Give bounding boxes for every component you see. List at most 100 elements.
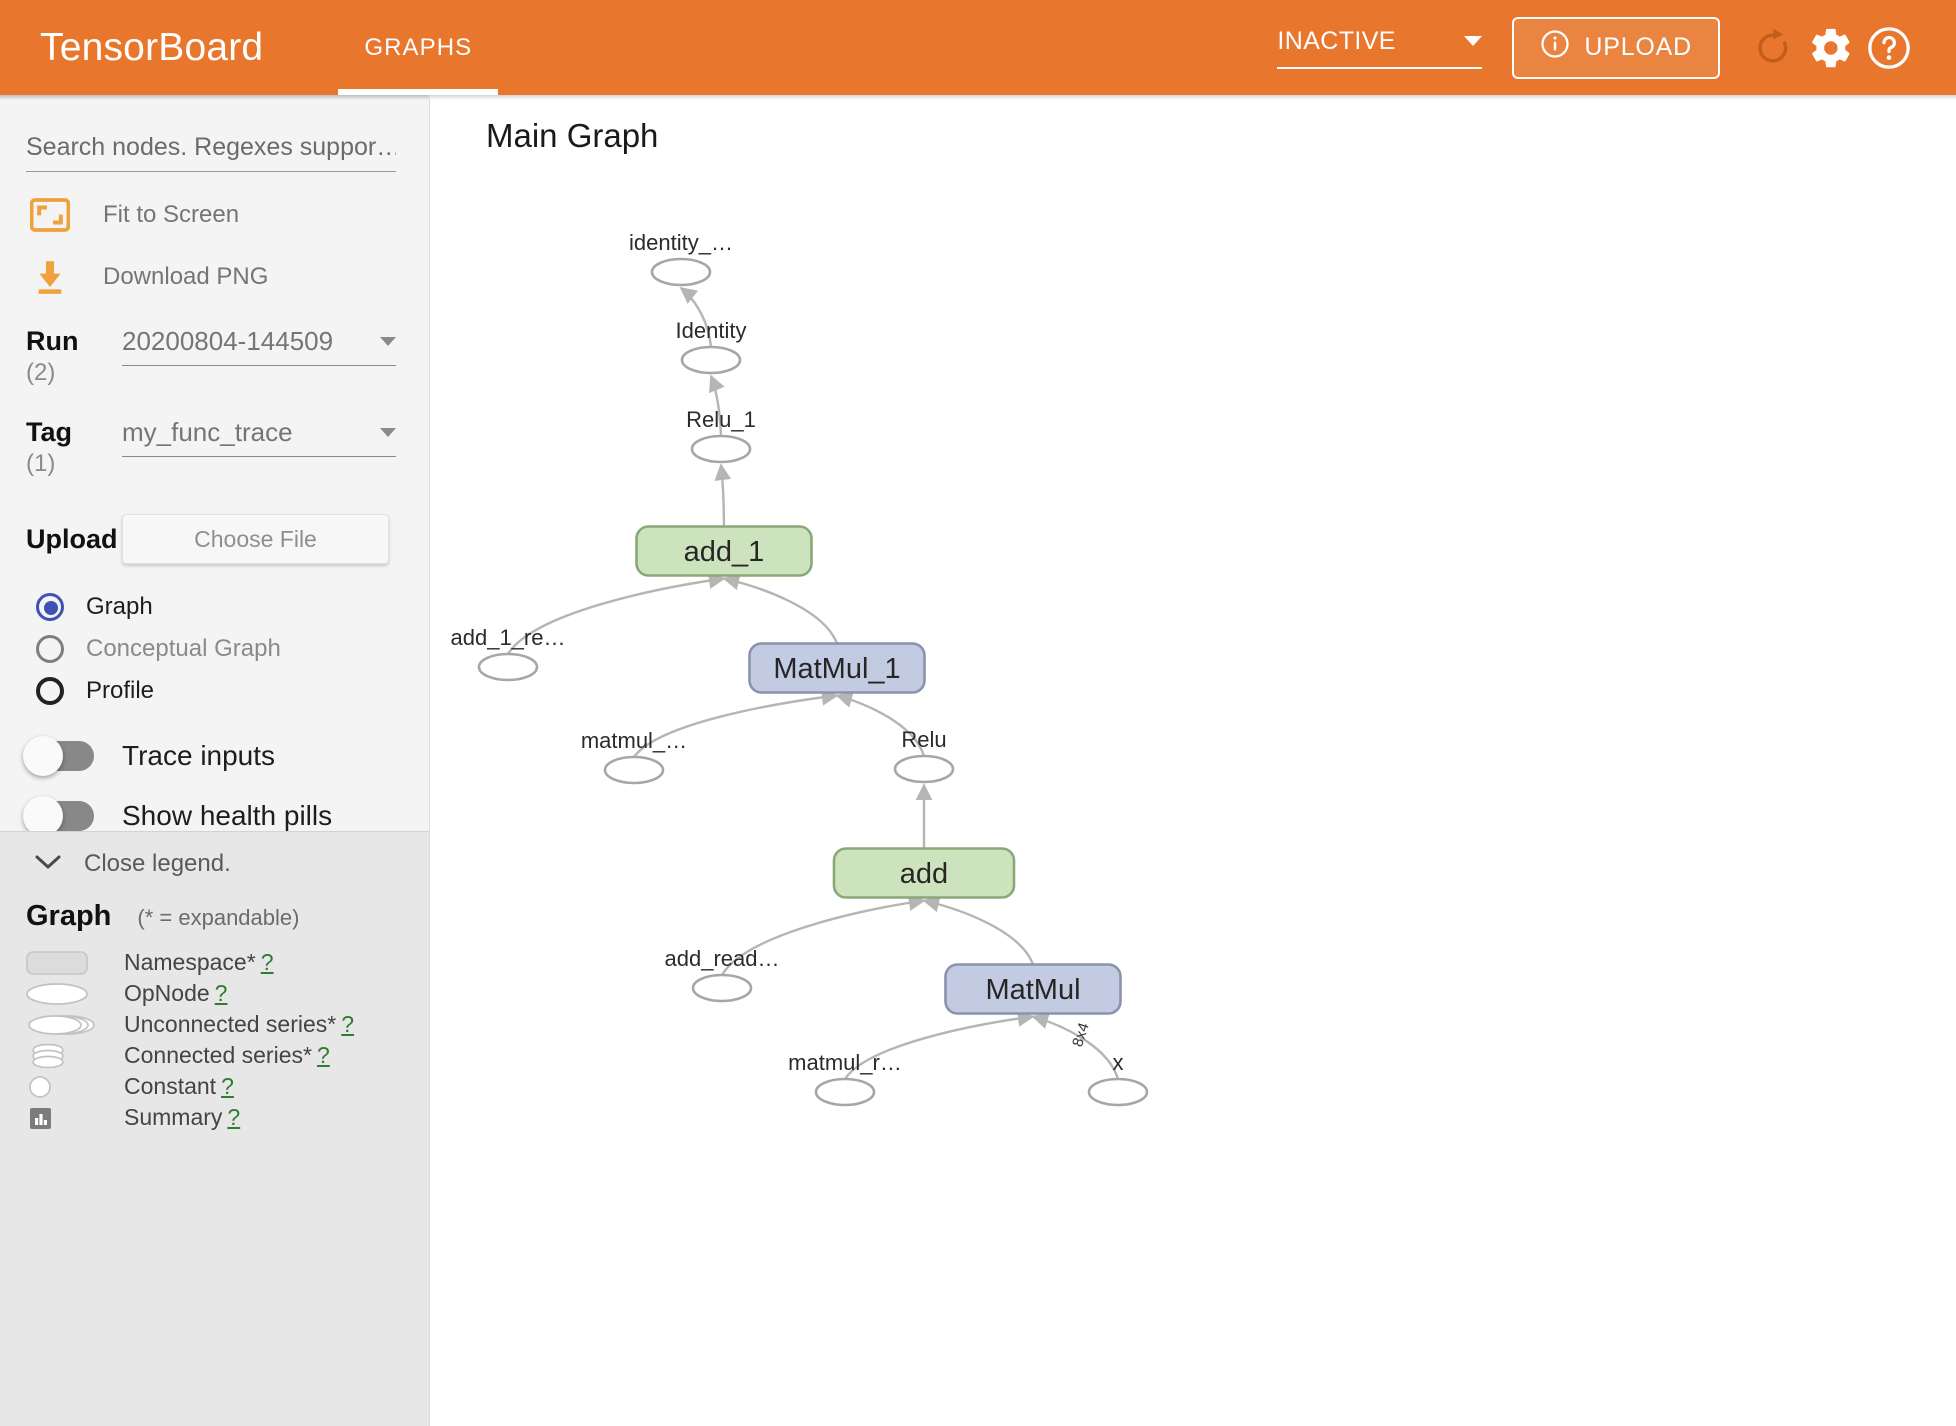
- graph-node-add_read[interactable]: add_read…: [665, 946, 780, 1003]
- opnode-ellipse: [603, 755, 665, 785]
- status-dropdown[interactable]: INACTIVE: [1277, 26, 1483, 69]
- close-legend-button[interactable]: Close legend.: [34, 850, 429, 878]
- radio-graph[interactable]: Graph: [36, 586, 429, 628]
- radio-profile-label: Profile: [86, 677, 155, 704]
- info-icon: [1540, 29, 1570, 66]
- graph-node-label: add_1_re…: [451, 625, 566, 650]
- run-select[interactable]: 20200804-144509: [122, 326, 396, 366]
- graph-node-label: add_1: [684, 536, 765, 568]
- choose-file-button[interactable]: Choose File: [122, 514, 389, 564]
- chevron-down-icon: [380, 337, 396, 346]
- radio-profile[interactable]: Profile: [36, 670, 429, 712]
- graph-node-MatMul_1[interactable]: MatMul_1: [748, 642, 926, 694]
- header-right-controls: INACTIVE UPLOAD: [1277, 16, 1918, 79]
- toggle-show-health-pills[interactable]: Show health pills: [23, 786, 429, 846]
- legend-help-connected-series[interactable]: ?: [316, 1042, 330, 1068]
- summary-square-icon: [26, 1104, 98, 1132]
- fit-to-screen-label: Fit to Screen: [103, 201, 240, 228]
- graph-node-label: Relu_1: [686, 407, 756, 432]
- graph-edge: [679, 286, 713, 348]
- refresh-icon[interactable]: [1744, 19, 1802, 77]
- graph-node-add_1_read[interactable]: add_1_re…: [451, 625, 566, 682]
- graph-node-label: Relu: [901, 727, 946, 752]
- upload-row: Upload Choose File: [26, 514, 389, 564]
- graph-node-add_1[interactable]: add_1: [635, 525, 813, 577]
- graph-title: Main Graph: [486, 117, 659, 154]
- toggle-show-health-pills-track: [23, 796, 94, 836]
- legend-item-namespace: Namespace*?: [26, 947, 429, 978]
- app-brand: TensorBoard: [40, 25, 264, 69]
- namespace-rect: [944, 963, 1122, 1015]
- namespace-rect-icon: [26, 949, 98, 977]
- opnode-ellipse: [690, 434, 752, 464]
- upload-button[interactable]: UPLOAD: [1512, 16, 1720, 79]
- legend-item-constant: Constant?: [26, 1071, 429, 1102]
- graph-edge: [709, 374, 725, 437]
- graph-node-MatMul[interactable]: MatMul: [944, 963, 1122, 1015]
- legend-note: (* = expandable): [137, 905, 300, 930]
- toggle-trace-inputs[interactable]: Trace inputs: [23, 726, 429, 786]
- unconnected-series-icon: [26, 1010, 98, 1040]
- chevron-down-icon: [34, 853, 62, 876]
- connected-series-icon: [26, 1041, 98, 1071]
- run-selector-row: Run (2) 20200804-144509: [26, 326, 396, 387]
- help-icon[interactable]: [1860, 19, 1918, 77]
- graph-node-Relu[interactable]: Relu: [893, 727, 955, 784]
- download-icon: [26, 258, 74, 296]
- graph-edge: [720, 894, 926, 976]
- status-dropdown-label: INACTIVE: [1277, 26, 1396, 55]
- chevron-down-icon: [380, 428, 396, 437]
- chevron-down-icon: [1464, 36, 1483, 46]
- legend-label-connected-series: Connected series*: [124, 1042, 312, 1068]
- graph-edge: [1031, 1012, 1120, 1080]
- run-count: (2): [26, 359, 56, 386]
- legend-help-opnode[interactable]: ?: [214, 980, 228, 1006]
- radio-graph-label: Graph: [86, 593, 153, 620]
- search-input[interactable]: [26, 133, 396, 172]
- namespace-rect: [832, 847, 1016, 899]
- tag-selector-row: Tag (1) my_func_trace: [26, 417, 396, 478]
- radio-profile-indicator: [36, 677, 64, 705]
- legend-help-namespace[interactable]: ?: [260, 949, 274, 975]
- fit-to-screen-button[interactable]: Fit to Screen: [26, 198, 429, 232]
- graph-node-add[interactable]: add: [832, 847, 1016, 899]
- tag-select[interactable]: my_func_trace: [122, 417, 396, 457]
- graph-node-identity_1[interactable]: identity_…: [629, 230, 733, 287]
- run-value: 20200804-144509: [122, 326, 334, 356]
- graph-node-Relu_1[interactable]: Relu_1: [686, 407, 756, 464]
- radio-conceptual-graph[interactable]: Conceptual Graph: [36, 628, 429, 670]
- opnode-ellipse: [893, 754, 955, 784]
- source-radio-group: Graph Conceptual Graph Profile: [0, 586, 429, 712]
- opnode-ellipse-icon: [26, 980, 98, 1008]
- search-field-wrapper: [26, 133, 396, 172]
- tag-count: (1): [26, 450, 56, 477]
- tab-graphs[interactable]: GRAPHS: [338, 0, 499, 95]
- graph-node-Identity[interactable]: Identity: [676, 318, 747, 375]
- graph-node-matmul_r[interactable]: matmul_r…: [788, 1050, 902, 1107]
- graph-edges: 8x4: [506, 286, 1120, 1080]
- legend-item-connected-series: Connected series*?: [26, 1040, 429, 1071]
- legend-help-unconnected-series[interactable]: ?: [341, 1011, 355, 1037]
- legend-item-unconnected-series: Unconnected series*?: [26, 1009, 429, 1040]
- graph-edge: [506, 572, 726, 655]
- gear-icon[interactable]: [1802, 19, 1860, 77]
- graph-edge: [835, 691, 926, 757]
- run-label: Run (2): [26, 326, 122, 387]
- graph-node-matmul_1[interactable]: matmul_…: [581, 728, 687, 785]
- legend-help-summary[interactable]: ?: [227, 1104, 241, 1130]
- toggle-knob: [23, 796, 63, 836]
- opnode-ellipse: [650, 257, 712, 287]
- graph-node-label: MatMul_1: [773, 653, 900, 685]
- sidebar: Fit to Screen Download PNG Run (2) 20200…: [0, 95, 430, 1426]
- constant-circle-icon: [26, 1073, 98, 1101]
- graph-node-x[interactable]: x: [1087, 1050, 1149, 1107]
- legend-item-summary: Summary?: [26, 1102, 429, 1133]
- download-png-label: Download PNG: [103, 263, 269, 290]
- download-png-button[interactable]: Download PNG: [26, 258, 429, 296]
- legend-help-constant[interactable]: ?: [221, 1073, 234, 1099]
- legend-label-summary: Summary: [124, 1104, 223, 1130]
- legend-label-namespace: Namespace*: [124, 949, 256, 975]
